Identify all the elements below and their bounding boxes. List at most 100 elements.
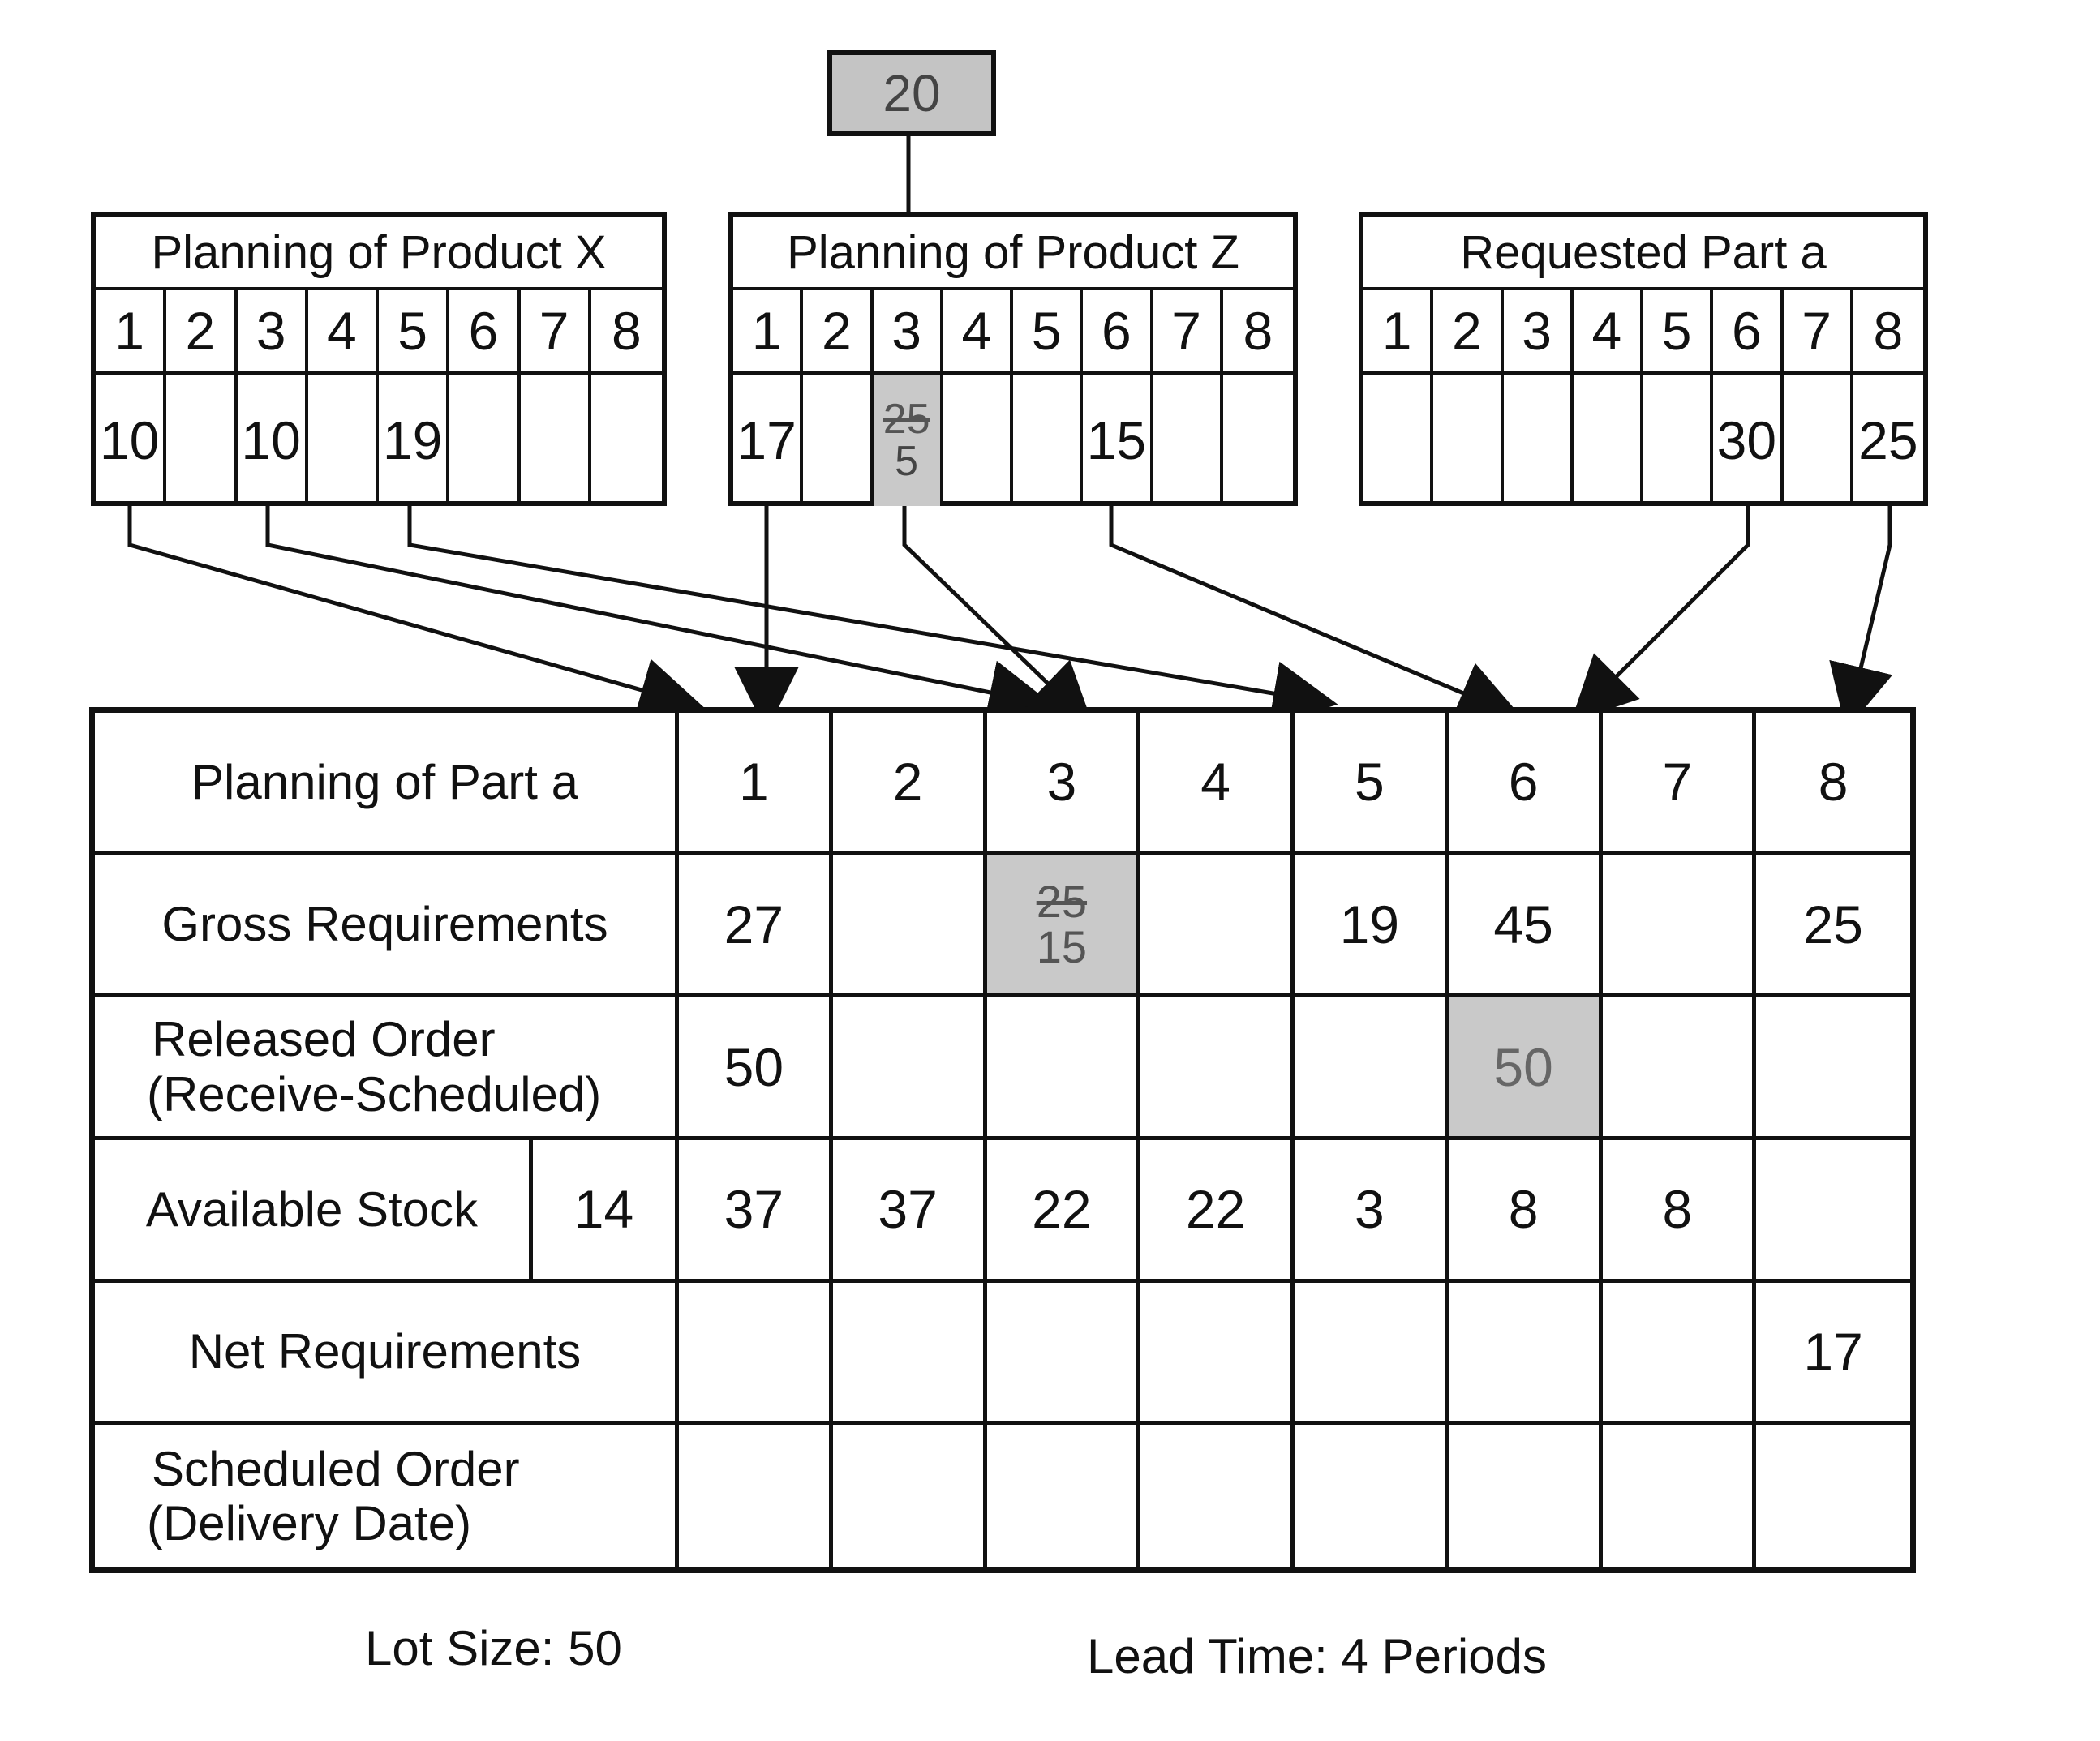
- value-cell: [1784, 375, 1853, 506]
- released-cell: [986, 997, 1141, 1140]
- new-value: 15: [1036, 920, 1088, 972]
- net-cell: [986, 1282, 1141, 1426]
- period-cell: 8: [1873, 301, 1904, 361]
- period-cell: 2: [1433, 290, 1504, 371]
- value-cell: [1363, 375, 1434, 506]
- requested-part-title: Requested Part a: [1363, 217, 1923, 290]
- product-z-values: 17 25 5 15: [733, 375, 1293, 506]
- scheduled-order-label-line1: Scheduled Order: [152, 1441, 520, 1496]
- scheduled-order-label: Scheduled Order (Delivery Date): [95, 1425, 679, 1567]
- value-cell: 15: [1083, 375, 1153, 506]
- period-header: 8: [1756, 713, 1910, 855]
- period-cell: 4: [308, 290, 379, 371]
- period-cell: 5: [1013, 290, 1084, 371]
- product-x-periods: 1 2 3 4 5 6 7 8: [96, 290, 662, 375]
- product-z-title: Planning of Product Z: [733, 217, 1293, 290]
- gross-cell-modified: 25 15: [986, 855, 1141, 998]
- released-cell-shaded: 50: [1448, 997, 1603, 1140]
- released-order-label: Released Order (Receive-Scheduled): [95, 997, 679, 1140]
- gross-cell: 25: [1756, 855, 1910, 998]
- value-cell: [521, 375, 591, 506]
- stock-cell: 3: [1295, 1140, 1449, 1283]
- value-cell: [449, 375, 521, 506]
- new-value: 5: [895, 438, 919, 485]
- old-value: 25: [1036, 875, 1088, 927]
- period-cell: 8: [612, 301, 642, 361]
- period-cell: 5: [379, 290, 450, 371]
- gross-cell: [1140, 855, 1295, 998]
- product-z-table: Planning of Product Z 1 2 3 4 5 6 7 8 17…: [728, 212, 1298, 506]
- gross-cell: [1602, 855, 1757, 998]
- gross-cell: 27: [679, 855, 833, 998]
- product-x-table: Planning of Product X 1 2 3 4 5 6 7 8 10…: [91, 212, 667, 506]
- period-header: 6: [1448, 713, 1603, 855]
- net-cell: [1295, 1282, 1449, 1426]
- value-cell: [1643, 375, 1714, 506]
- value-cell: 25: [1858, 410, 1918, 470]
- period-cell: 7: [1153, 290, 1223, 371]
- released-order-label-line1: Released Order: [152, 1012, 496, 1067]
- period-header: 3: [986, 713, 1141, 855]
- net-requirements-label: Net Requirements: [95, 1282, 679, 1426]
- period-cell: 4: [1574, 290, 1643, 371]
- value-cell: [591, 375, 662, 506]
- value-cell: [1013, 375, 1084, 506]
- period-cell: 2: [166, 290, 238, 371]
- period-header: 1: [679, 713, 833, 855]
- period-cell: 7: [521, 290, 591, 371]
- net-cell: [832, 1282, 987, 1426]
- released-cell: [1756, 997, 1910, 1140]
- gross-requirements-label: Gross Requirements: [95, 855, 679, 998]
- product-z-periods: 1 2 3 4 5 6 7 8: [733, 290, 1293, 375]
- product-x-values: 10 10 19: [96, 375, 662, 506]
- requested-part-table: Requested Part a 1 2 3 4 5 6 7 8 30 25: [1359, 212, 1928, 506]
- value-cell: [1223, 375, 1293, 506]
- scheduled-order-label-line2: (Delivery Date): [147, 1496, 472, 1551]
- value-cell: 30: [1713, 375, 1784, 506]
- stock-cell: 37: [832, 1140, 987, 1283]
- period-cell: 6: [1713, 290, 1784, 371]
- gross-cell: 19: [1295, 855, 1449, 998]
- value-cell: [803, 375, 874, 506]
- value-cell: 10: [96, 375, 167, 506]
- released-cell: [1295, 997, 1449, 1140]
- gross-cell: [832, 855, 987, 998]
- scheduled-cell: [987, 1425, 1141, 1567]
- released-cell: [1602, 997, 1757, 1140]
- scheduled-cell: [1449, 1425, 1603, 1567]
- initial-stock-value: 14: [573, 1179, 634, 1240]
- value-cell: [1433, 375, 1504, 506]
- period-cell: 1: [96, 290, 167, 371]
- part-a-planning-table: Planning of Part a 1 2 3 4 5 6 7 8 Gross…: [89, 707, 1916, 1573]
- scheduled-cell: [833, 1425, 987, 1567]
- scheduled-cell: [1756, 1425, 1910, 1567]
- net-cell: 17: [1756, 1283, 1910, 1426]
- available-stock-label-cell: Available Stock 14: [95, 1140, 679, 1283]
- requested-part-periods: 1 2 3 4 5 6 7 8: [1363, 290, 1923, 375]
- net-cell: [1602, 1282, 1757, 1426]
- value-cell: 10: [238, 375, 308, 506]
- value-cell-modified: 25 5: [873, 375, 943, 506]
- available-stock-label: Available Stock: [95, 1140, 533, 1279]
- value-cell: [1153, 375, 1223, 506]
- old-value: 25: [883, 396, 930, 443]
- net-cell: [679, 1282, 833, 1426]
- released-cell: 50: [679, 997, 833, 1140]
- period-cell: 6: [1083, 290, 1153, 371]
- scheduled-cell: [679, 1425, 833, 1567]
- period-cell: 1: [1363, 290, 1434, 371]
- lead-time-label: Lead Time: 4 Periods: [1087, 1629, 1547, 1683]
- value-cell: [308, 375, 379, 506]
- released-cell: [1140, 997, 1295, 1140]
- released-cell: [832, 997, 987, 1140]
- stock-cell: 22: [986, 1140, 1141, 1283]
- lot-size-label: Lot Size: 50: [365, 1621, 622, 1675]
- net-cell: [1140, 1282, 1295, 1426]
- requested-part-values: 30 25: [1363, 375, 1923, 506]
- period-cell: 3: [874, 290, 943, 371]
- period-cell: 8: [1243, 301, 1273, 361]
- period-cell: 3: [1504, 290, 1574, 371]
- value-cell: [1574, 375, 1643, 506]
- scheduled-cell: [1603, 1425, 1757, 1567]
